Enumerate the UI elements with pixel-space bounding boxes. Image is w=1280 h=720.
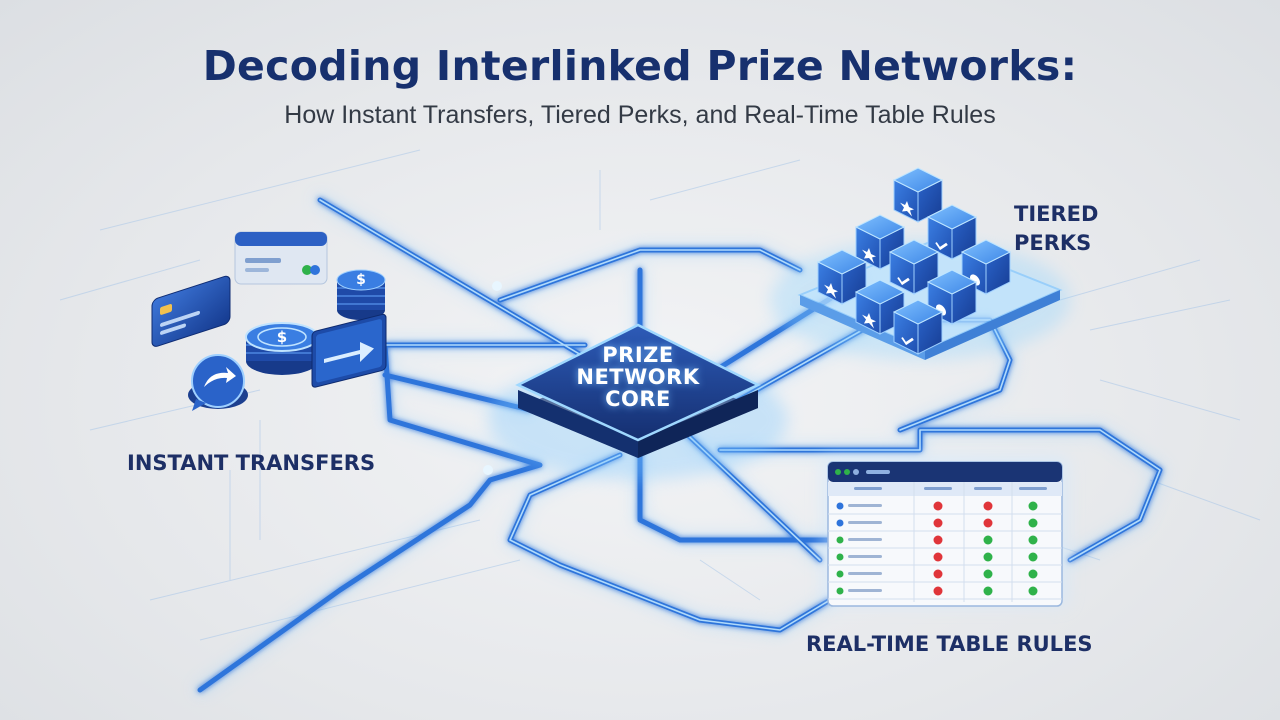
green-check-icon <box>1028 569 1038 579</box>
medal-perk-cube <box>926 269 978 325</box>
red-x-icon <box>933 501 943 511</box>
network-core-label: PRIZE NETWORK CORE <box>548 344 728 410</box>
page-title: Decoding Interlinked Prize Networks: <box>202 42 1078 90</box>
green-check-icon <box>983 586 993 596</box>
green-check-icon <box>983 535 993 545</box>
star-perk-cube <box>854 279 906 335</box>
star-perk-cube <box>892 167 944 223</box>
red-x-icon <box>933 518 943 528</box>
row-bullet-icon <box>836 536 844 544</box>
green-check-icon <box>1028 586 1038 596</box>
star-icon <box>862 248 876 264</box>
check-icon <box>935 242 948 251</box>
tiered-perks-label: TIERED PERKS <box>1014 200 1098 258</box>
page-subtitle: How Instant Transfers, Tiered Perks, and… <box>284 101 996 129</box>
coin-stack-icon: $ <box>336 269 386 320</box>
star-icon <box>900 201 914 217</box>
transfer-arrow-icon <box>311 313 387 388</box>
red-x-icon <box>983 518 993 528</box>
credit-card-icon <box>151 275 231 347</box>
core-line-network: NETWORK <box>576 365 700 389</box>
check-icon <box>901 337 914 346</box>
red-x-icon <box>933 535 943 545</box>
background-grid <box>59 149 1261 641</box>
coin-stack-icon: $ <box>245 322 319 375</box>
check-perk-cube <box>892 299 944 355</box>
row-bullet-icon <box>836 570 844 578</box>
green-check-icon <box>1028 552 1038 562</box>
core-line-prize: PRIZE <box>602 343 674 367</box>
chat-arrow-icon <box>188 354 248 411</box>
star-perk-cube <box>816 249 868 305</box>
row-bullet-icon <box>836 587 844 595</box>
red-x-icon <box>933 569 943 579</box>
row-bullet-icon <box>836 502 844 510</box>
green-check-icon <box>983 569 993 579</box>
check-perk-cube <box>888 239 940 295</box>
network-core <box>488 323 788 480</box>
green-check-icon <box>1028 535 1038 545</box>
rules-table <box>822 456 1068 607</box>
red-x-icon <box>933 586 943 596</box>
tiered-perks-line2: PERKS <box>1014 231 1092 255</box>
bank-card-icon <box>234 231 328 285</box>
check-icon <box>897 277 910 286</box>
green-check-icon <box>983 552 993 562</box>
green-check-icon <box>1028 501 1038 511</box>
svg-text:$: $ <box>356 272 366 288</box>
tiered-perks-line1: TIERED <box>1014 202 1099 226</box>
row-bullet-icon <box>836 553 844 561</box>
real-time-table-rules-label: REAL-TIME TABLE RULES <box>806 632 1093 656</box>
core-line-core: CORE <box>605 387 671 411</box>
red-x-icon <box>933 552 943 562</box>
medal-perk-cube <box>960 239 1012 295</box>
instant-transfers-label: INSTANT TRANSFERS <box>127 451 376 475</box>
instant-transfers-icons: $ $ <box>151 231 387 411</box>
red-x-icon <box>983 501 993 511</box>
star-icon <box>824 283 838 299</box>
row-bullet-icon <box>836 519 844 527</box>
svg-text:$: $ <box>277 328 287 346</box>
star-icon <box>862 313 876 329</box>
green-check-icon <box>1028 518 1038 528</box>
